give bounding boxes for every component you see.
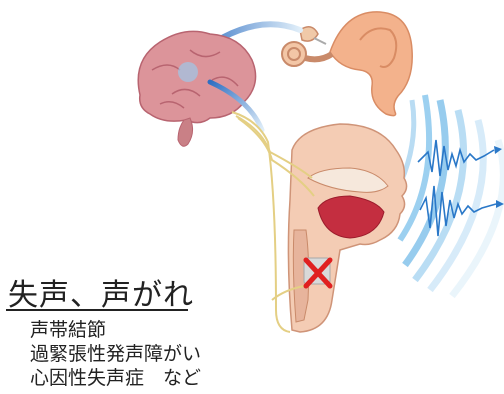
head-cross-section xyxy=(288,124,406,332)
sound-waves xyxy=(392,95,503,296)
heading-underline xyxy=(6,309,188,311)
cause-item: 過緊張性発声障がい xyxy=(30,342,201,366)
cause-item: 心因性失声症 など xyxy=(30,366,201,390)
brain-illustration xyxy=(138,31,255,146)
condition-heading: 失声、声がれ xyxy=(8,270,194,314)
cause-item: 声帯結節 xyxy=(30,318,201,342)
cause-list: 声帯結節 過緊張性発声障がい 心因性失声症 など xyxy=(30,318,201,390)
